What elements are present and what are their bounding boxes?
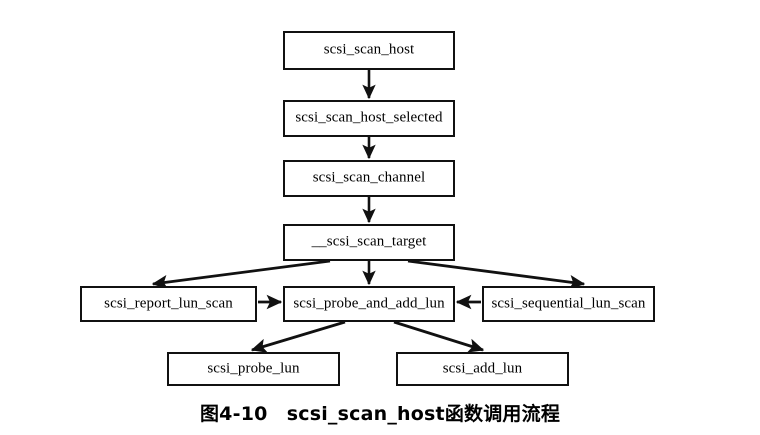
- edge-probe-and-add-lun-to-add-lun: [393, 320, 485, 353]
- node-scsi-add-lun[interactable]: scsi_add_lun: [396, 352, 569, 386]
- node-label: scsi_probe_and_add_lun: [293, 295, 445, 311]
- node-label: scsi_scan_host: [323, 41, 415, 58]
- node-label: scsi_scan_channel: [312, 169, 426, 186]
- node-label: scsi_scan_host_selected: [295, 109, 443, 126]
- node-scsi-scan-host-selected[interactable]: scsi_scan_host_selected: [283, 100, 455, 137]
- figure-caption: 图4-10 scsi_scan_host函数调用流程: [199, 403, 561, 425]
- node-scsi-probe-lun[interactable]: scsi_probe_lun: [167, 352, 340, 386]
- node-scsi-scan-target[interactable]: __scsi_scan_target: [283, 224, 455, 261]
- node-scsi-scan-channel[interactable]: scsi_scan_channel: [283, 160, 455, 197]
- edge-probe-and-add-lun-to-probe-lun: [250, 320, 346, 353]
- node-scsi-probe-and-add-lun[interactable]: scsi_probe_and_add_lun: [283, 286, 455, 322]
- node-label: scsi_probe_lun: [207, 360, 300, 376]
- node-label: scsi_report_lun_scan: [104, 295, 233, 311]
- edge-scan-target-to-sequential-lun-scan: [407, 259, 586, 290]
- node-scsi-report-lun-scan[interactable]: scsi_report_lun_scan: [80, 286, 257, 322]
- node-scsi-sequential-lun-scan[interactable]: scsi_sequential_lun_scan: [482, 286, 655, 322]
- edge-scan-target-to-report-lun-scan: [151, 259, 331, 290]
- node-label: scsi_sequential_lun_scan: [491, 295, 646, 311]
- node-label: __scsi_scan_target: [311, 233, 427, 250]
- node-label: scsi_add_lun: [442, 360, 523, 376]
- node-scsi-scan-host[interactable]: scsi_scan_host: [283, 31, 455, 70]
